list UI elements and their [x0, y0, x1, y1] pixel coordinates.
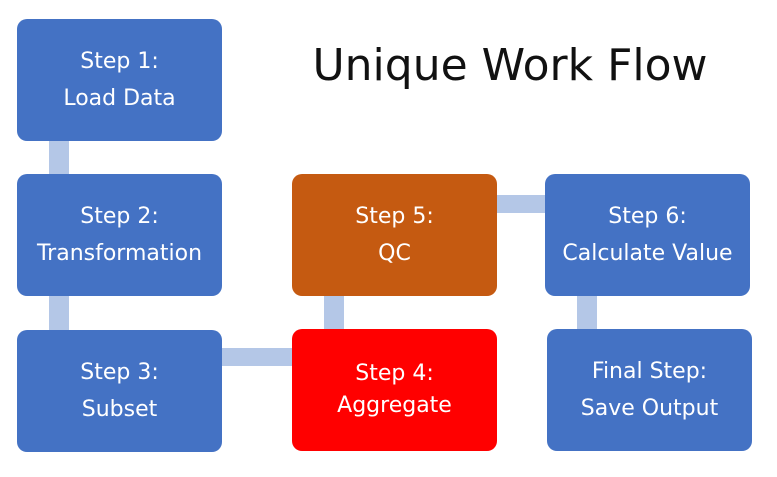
node-step-1-label: Step 1:	[80, 48, 159, 74]
node-step-5-text: QC	[378, 241, 411, 266]
node-step-4: Step 4: Aggregate	[292, 329, 497, 451]
node-step-3: Step 3: Subset	[17, 330, 222, 452]
connector-step5-step6	[497, 195, 545, 213]
node-step-5: Step 5: QC	[292, 174, 497, 296]
node-step-4-text: Aggregate	[337, 393, 452, 418]
node-step-5-label: Step 5:	[355, 203, 434, 229]
node-step-3-label: Step 3:	[80, 359, 159, 385]
diagram-title: Unique Work Flow	[312, 40, 708, 91]
node-final-step: Final Step: Save Output	[547, 329, 752, 451]
node-step-2-text: Transformation	[36, 241, 203, 266]
node-step-3-text: Subset	[81, 397, 158, 422]
connector-step2-step3	[49, 296, 69, 330]
node-final-step-text: Save Output	[580, 396, 719, 421]
node-step-4-label: Step 4:	[355, 361, 434, 387]
node-step-1: Step 1: Load Data	[17, 19, 222, 141]
node-final-step-label: Final Step:	[591, 358, 708, 384]
connector-step4-step5	[324, 296, 344, 329]
connector-step6-final	[577, 296, 597, 329]
node-step-2: Step 2: Transformation	[17, 174, 222, 296]
node-step-6-text: Calculate Value	[562, 241, 733, 266]
node-step-6-label: Step 6:	[608, 203, 687, 229]
node-step-2-label: Step 2:	[80, 203, 159, 229]
node-step-6: Step 6: Calculate Value	[545, 174, 750, 296]
connector-step1-step2	[49, 141, 69, 174]
node-step-1-text: Load Data	[63, 86, 176, 111]
connector-step3-step4	[222, 348, 292, 366]
